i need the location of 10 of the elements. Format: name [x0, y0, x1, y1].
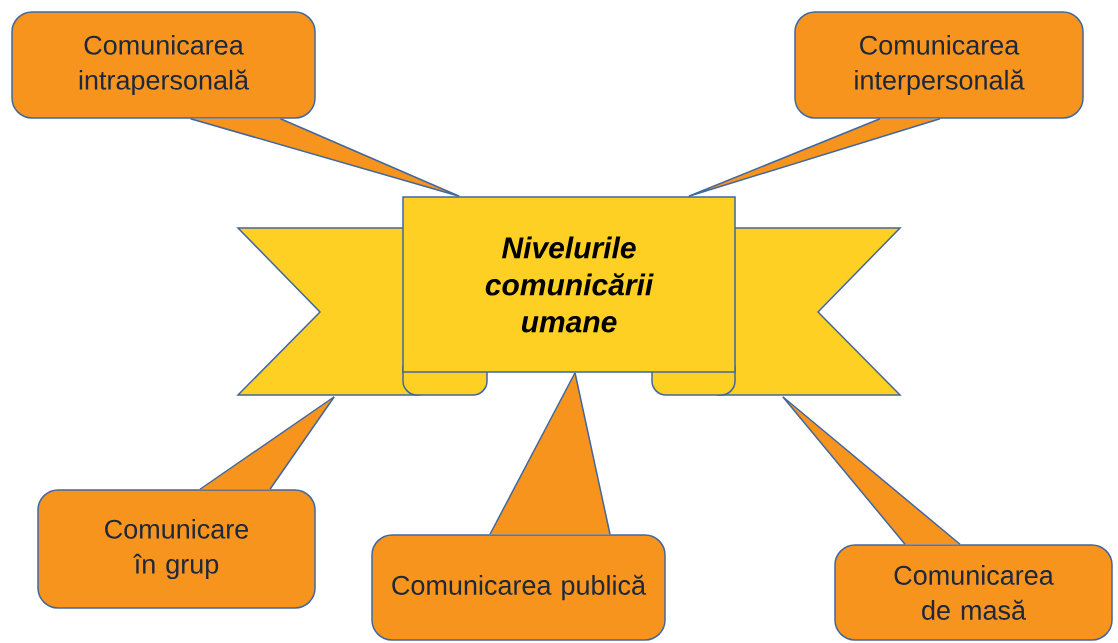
- banner: Nivelurile comunicării umane: [236, 196, 902, 396]
- speech-bubble: Comunicarea de masă: [834, 544, 1113, 641]
- callout-tail: [199, 396, 335, 490]
- speech-bubble: Comunicarea intrapersonală: [11, 11, 316, 119]
- callout-tail: [189, 118, 460, 197]
- speech-bubble: Comunicarea publică: [371, 534, 666, 641]
- callout-tail: [489, 372, 611, 535]
- callout-tail: [782, 396, 961, 545]
- speech-bubble: Comunicarea interpersonală: [794, 11, 1084, 119]
- callout-tail: [688, 118, 941, 197]
